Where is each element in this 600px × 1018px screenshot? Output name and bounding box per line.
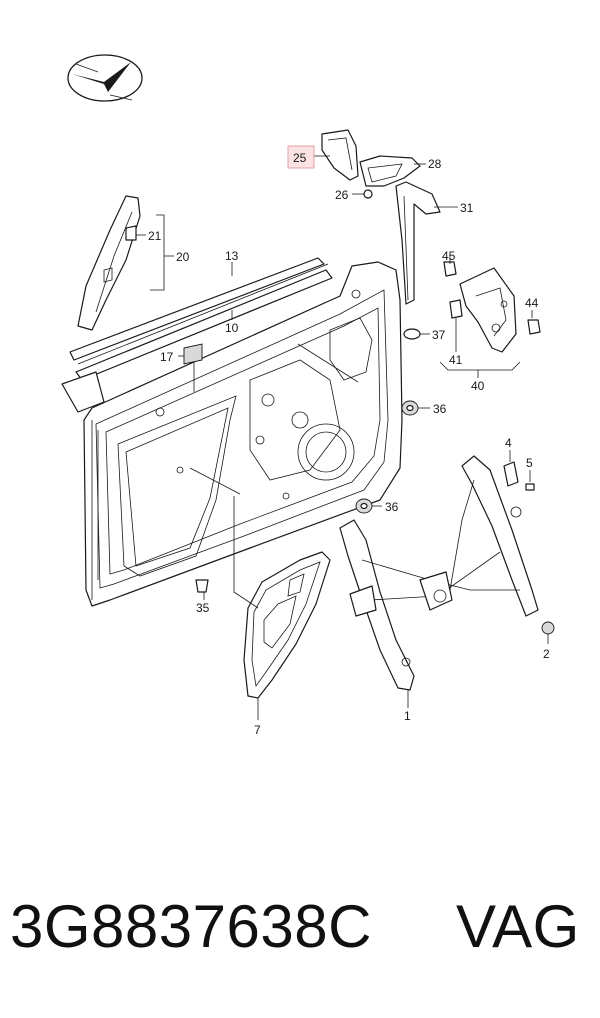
mirror-triangle-trim [77, 195, 141, 331]
callout-36a: 36 [433, 402, 447, 416]
callout-31: 31 [460, 201, 474, 215]
part-36-grommets [355, 400, 419, 514]
part-number: 3G8837638C [10, 893, 372, 960]
callout-1: 1 [404, 709, 411, 723]
brand-name: VAG [456, 893, 580, 960]
callout-41: 41 [449, 353, 463, 367]
window-strips [61, 257, 333, 413]
callout-44: 44 [525, 296, 539, 310]
callout-36b: 36 [385, 500, 399, 514]
callout-28: 28 [428, 157, 442, 171]
callout-21: 21 [148, 229, 162, 243]
door-shell [83, 261, 403, 607]
part-31-channel [395, 181, 441, 305]
callout-37: 37 [432, 328, 446, 342]
callout-2: 2 [543, 647, 550, 661]
callout-20: 20 [176, 250, 190, 264]
callout-25: 25 [293, 151, 307, 165]
callout-5: 5 [526, 456, 533, 470]
part-1-window-regulator [339, 455, 555, 691]
part-37-ring [403, 328, 421, 340]
callout-40: 40 [471, 379, 485, 393]
callout-25-highlight [287, 145, 315, 169]
callout-7: 7 [254, 723, 261, 737]
callout-26: 26 [335, 188, 349, 202]
part-28-seal [359, 155, 421, 187]
callout-45: 45 [442, 249, 456, 263]
part-26-screw [363, 189, 373, 199]
callout-13: 13 [225, 249, 239, 263]
callout-labels: 25 28 26 31 21 20 13 10 45 44 37 41 40 1… [148, 151, 550, 737]
part-25-cover [321, 129, 359, 181]
callout-10: 10 [225, 321, 239, 335]
callout-17: 17 [160, 350, 174, 364]
part-40-bracket [443, 261, 541, 353]
callout-4: 4 [505, 436, 512, 450]
logo-icon [67, 54, 143, 102]
part-17-pad [183, 343, 203, 365]
footer: 3G8837638C VAG [0, 892, 600, 982]
callout-35: 35 [196, 601, 210, 615]
leader-lines [136, 155, 549, 720]
part-7-seal-panel [243, 551, 331, 699]
part-35-clip [195, 579, 209, 593]
